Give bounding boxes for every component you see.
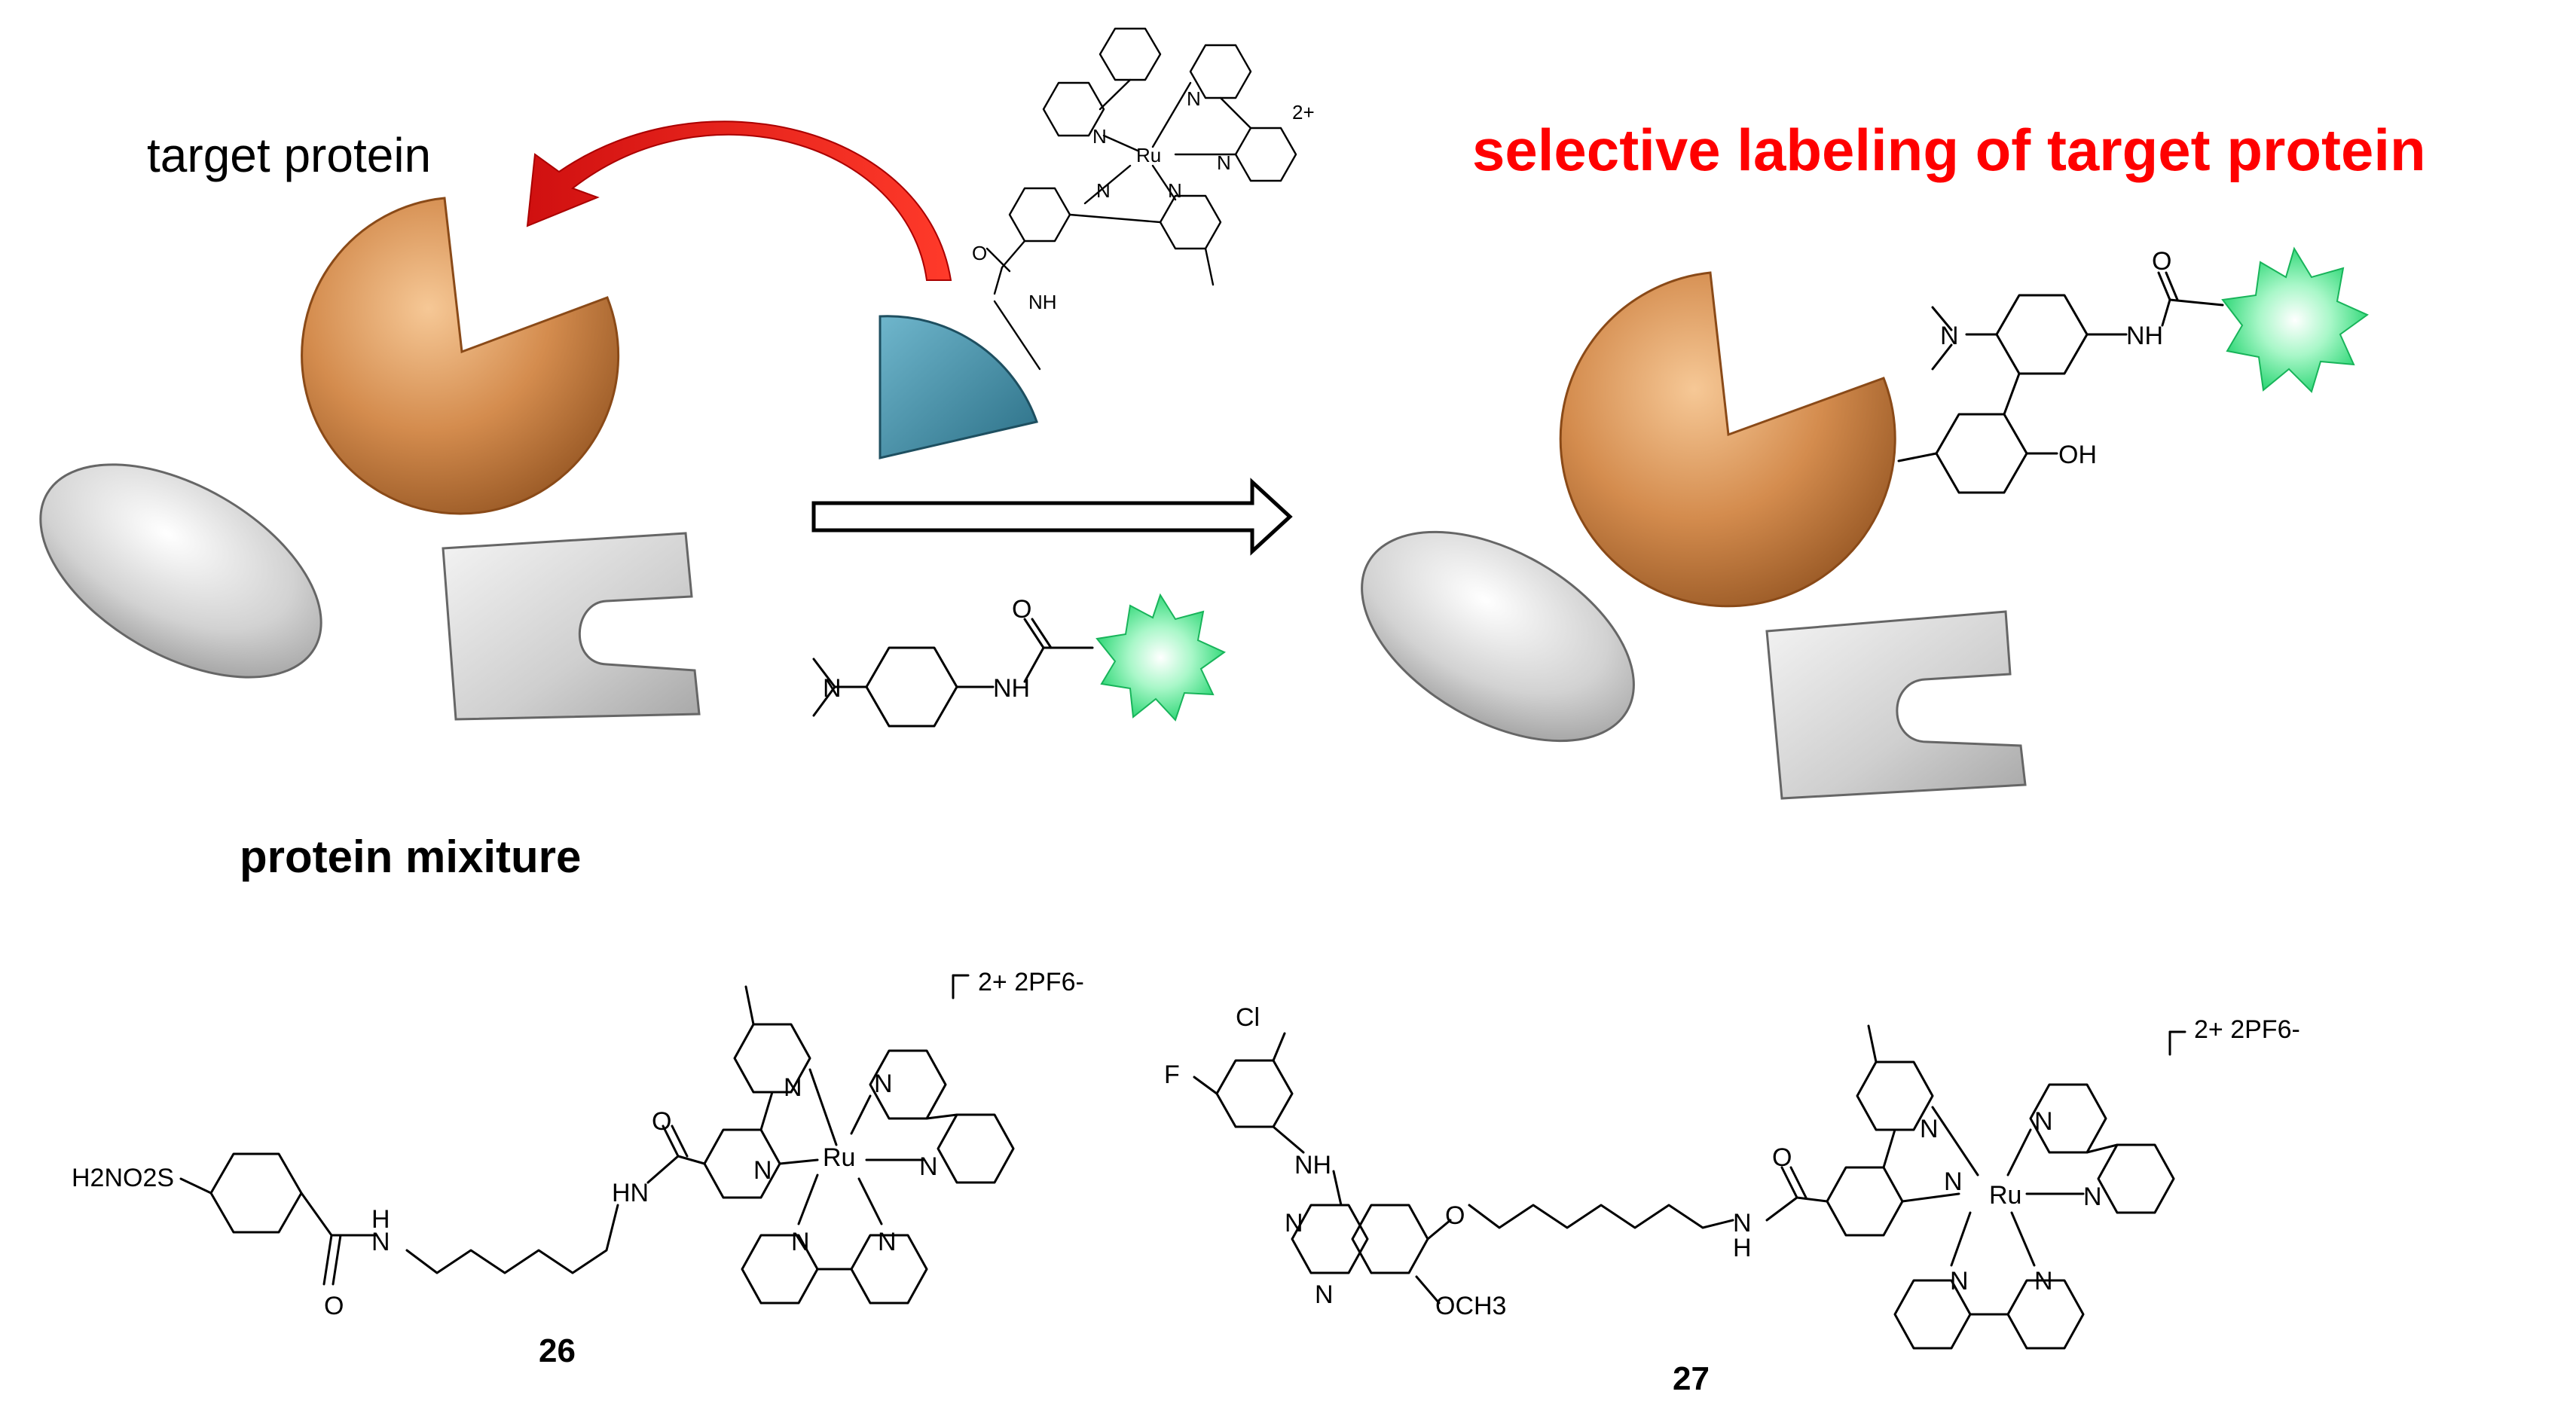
o-atom: O	[324, 1292, 344, 1320]
o-atom: O	[652, 1107, 671, 1136]
n-atom: N	[1940, 322, 1959, 350]
n-atom: N	[919, 1152, 938, 1181]
n-atom: N	[791, 1228, 810, 1256]
n-atom: N	[1187, 87, 1201, 110]
cl-atom: Cl	[1236, 1003, 1260, 1032]
n-atom: N	[2034, 1107, 2053, 1136]
ru-atom: Ru	[823, 1143, 855, 1172]
ru-bipyridine-complex	[985, 27, 1297, 371]
o-atom: O	[1445, 1201, 1465, 1230]
n-atom: N	[1920, 1115, 1939, 1143]
f-atom: F	[1164, 1060, 1180, 1089]
nh-group: NH	[1028, 291, 1057, 313]
methoxy-group: OCH3	[1435, 1292, 1506, 1320]
fluorophore-star	[1095, 593, 1226, 722]
n-atom: N	[878, 1228, 897, 1256]
counterion-label: 2+ 2PF6-	[978, 968, 1084, 996]
n-atom: N	[823, 674, 842, 703]
n-atom: N	[1944, 1167, 1963, 1196]
gray-ellipse-protein	[1361, 530, 1635, 743]
n-atom: N	[753, 1156, 772, 1185]
ligand-wedge	[879, 315, 1038, 459]
reaction-arrow	[811, 478, 1293, 556]
n-atom: N	[2083, 1183, 2102, 1211]
nh-group: NH	[2126, 322, 2163, 350]
nh-group: NH	[993, 674, 1030, 703]
n-atom: N	[874, 1070, 893, 1098]
oh-group: OH	[2058, 441, 2097, 469]
h-atom: H	[1733, 1234, 1752, 1262]
h-atom: H	[371, 1205, 390, 1234]
o-atom: O	[1012, 595, 1031, 624]
n-atom: N	[371, 1228, 390, 1256]
n-atom: N	[1092, 125, 1107, 148]
ru-atom: Ru	[1989, 1181, 2021, 1210]
labeled-structure	[1897, 271, 2224, 494]
fluorophore-star	[2221, 246, 2369, 393]
n-atom: N	[1096, 179, 1111, 202]
counterion-label: 2+ 2PF6-	[2194, 1015, 2300, 1044]
target-protein	[301, 197, 620, 515]
binding-arrow	[526, 121, 952, 281]
target-protein-label: target protein	[147, 128, 431, 182]
reagent-structure	[812, 618, 1094, 728]
n-atom: N	[784, 1073, 802, 1102]
compound-27-structure	[1193, 1024, 2186, 1350]
n-atom: N	[1168, 179, 1182, 202]
gray-block-protein	[442, 532, 701, 721]
o-atom: O	[1772, 1143, 1792, 1172]
n-atom: N	[1950, 1267, 1969, 1295]
o-atom: O	[2152, 247, 2171, 276]
n-atom: N	[2034, 1267, 2053, 1295]
gray-block-protein	[1765, 610, 2027, 800]
labeled-target-protein	[1559, 271, 1896, 608]
o-atom: O	[972, 242, 987, 264]
n-atom: N	[1217, 151, 1231, 174]
sulfonamide-group: H2NO2S	[72, 1164, 174, 1192]
n-atom: N	[1315, 1280, 1334, 1309]
n-atom: N	[1733, 1209, 1752, 1237]
ru-atom: Ru	[1136, 144, 1161, 166]
charge-label: 2+	[1292, 101, 1315, 124]
nh-group: NH	[1294, 1151, 1331, 1179]
protein-mixture-label: protein mixiture	[240, 832, 581, 882]
selective-labeling-title: selective labeling of target protein	[1472, 117, 2426, 183]
gray-ellipse-protein	[39, 463, 322, 679]
n-atom: N	[1285, 1209, 1303, 1237]
hn-group: HN	[612, 1179, 649, 1207]
compound-27-label: 27	[1673, 1360, 1710, 1397]
compound-26-structure	[179, 974, 1015, 1305]
compound-26-label: 26	[539, 1332, 576, 1369]
